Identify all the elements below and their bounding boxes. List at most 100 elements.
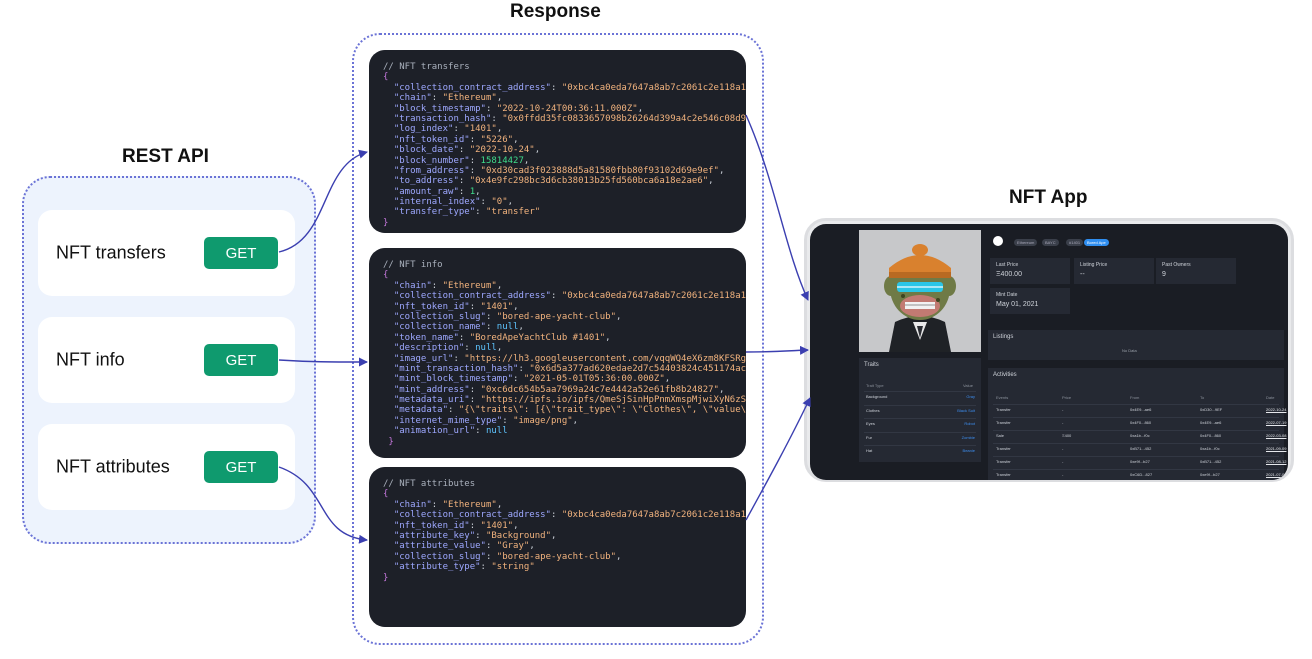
code-token: : — [550, 510, 562, 521]
code-token: : — [464, 343, 476, 354]
trait-value-link[interactable]: Robot — [964, 421, 975, 426]
code-token: : — [485, 551, 497, 562]
code-token: "log_index" — [383, 124, 454, 135]
activity-date[interactable]: 2021-08-12 — [1266, 459, 1287, 464]
api-card-nft-info: NFT info GET — [38, 317, 295, 403]
activity-date[interactable]: 2022-10-24 — [1266, 407, 1287, 412]
code-token: , — [529, 541, 535, 552]
table-row-divider — [864, 404, 976, 406]
arrow-attributes-to-app — [745, 397, 811, 521]
trait-value-link[interactable]: Beanie — [962, 448, 975, 453]
code-token: : — [431, 280, 443, 291]
code-token: : — [518, 363, 530, 374]
api-card-label: NFT transfers — [56, 242, 166, 263]
code-token: "2021-05-01T05:36:00.000Z" — [523, 374, 665, 385]
code-token: null — [485, 426, 508, 437]
arrow-info-to-app — [745, 345, 809, 355]
activity-price: - — [1062, 407, 1064, 412]
code-token: : — [469, 134, 481, 145]
code-line: "collection_contract_address": "0xbc4ca0… — [383, 83, 746, 93]
code-token: : — [453, 353, 465, 364]
arrow-transfers-to-app — [745, 114, 809, 301]
get-nft-info-button[interactable]: GET — [204, 344, 278, 376]
code-block-nft-attributes: // NFT attributes{ "chain": "Ethereum", … — [369, 467, 746, 627]
activities-header-events: Events — [996, 395, 1009, 400]
stat-value: May 01, 2021 — [996, 301, 1039, 308]
code-token: "collection_contract_address" — [383, 291, 551, 302]
table-row-divider — [864, 445, 976, 446]
code-token: , — [475, 186, 481, 197]
listings-card: Listings No Data — [988, 330, 1284, 360]
stat-label: Mint Date — [996, 292, 1018, 298]
code-line: // NFT attributes — [383, 479, 746, 489]
code-line: "metadata_uri": "https://ipfs.io/ipfs/Qm… — [383, 395, 746, 405]
activity-date[interactable]: 2022-03-08 — [1266, 433, 1287, 438]
code-line: "metadata": "{\"traits\": [{\"trait_type… — [383, 405, 746, 415]
activity-to: 0xD30...9EF — [1200, 407, 1223, 412]
trait-value-link[interactable]: Black Suit — [957, 407, 975, 413]
trait-value-link[interactable]: Gray — [966, 394, 975, 399]
code-token: "from_address" — [383, 165, 470, 176]
code-line: "collection_slug": "bored-ape-yacht-club… — [383, 552, 746, 562]
code-line: { — [383, 72, 746, 82]
code-token: "nft_token_id" — [383, 520, 470, 531]
code-token: "0x0ffdd35fc0833657098b26264d399a4c2e546… — [502, 113, 746, 124]
tag-pill[interactable]: #1401 — [1066, 239, 1084, 246]
activity-date[interactable]: 2022-07-19 — [1266, 420, 1287, 425]
table-row-divider — [993, 417, 1279, 418]
trait-value-link[interactable]: Zombie — [961, 434, 975, 440]
code-token: , — [513, 301, 519, 312]
traits-title: Traits — [864, 362, 879, 368]
tag-pill-active[interactable]: Bored Ape — [1084, 239, 1109, 246]
code-token: "internal_index" — [383, 197, 481, 208]
code-token: { — [383, 270, 389, 281]
code-token: "0x6d5a377ad620edae2d7c54403824c451174ac… — [529, 363, 746, 374]
code-token: : — [480, 197, 492, 208]
activity-event: Transfer — [996, 420, 1011, 425]
activity-date[interactable]: 2021-09-09 — [1266, 446, 1287, 451]
code-token: "0x4e9fc298bc3d6cb38013b25fd560bca6a18e2… — [469, 176, 709, 187]
code-token: "chain" — [383, 280, 432, 291]
code-token: : — [485, 541, 497, 552]
code-token: , — [496, 124, 503, 135]
code-token: : — [469, 301, 481, 312]
trait-type: Background — [866, 394, 888, 399]
activity-price: Ξ400 — [1062, 433, 1072, 438]
code-line: "attribute_type": "string" — [383, 562, 746, 572]
code-token: "mint_block_timestamp" — [383, 374, 514, 385]
code-token: , — [718, 384, 725, 395]
code-block-nft-info: // NFT info{ "chain": "Ethereum", "colle… — [369, 248, 746, 458]
get-nft-transfers-button[interactable]: GET — [204, 237, 278, 269]
listings-empty: No Data — [1122, 348, 1137, 353]
code-line: { — [383, 489, 746, 499]
trait-type: Eyes — [866, 421, 875, 426]
table-row-divider — [993, 404, 1279, 405]
code-token: : — [469, 395, 481, 406]
code-line: "to_address": "0x4e9fc298bc3d6cb38013b25… — [383, 176, 746, 186]
code-token: "bored-ape-yacht-club" — [496, 551, 617, 562]
code-token: "description" — [383, 343, 465, 354]
code-line: // NFT info — [383, 260, 746, 270]
table-row-divider — [864, 431, 976, 433]
stat-value: 9 — [1162, 271, 1166, 278]
code-token: "metadata" — [383, 405, 449, 416]
activity-date[interactable]: 2021-07-03 — [1266, 472, 1287, 477]
get-nft-attributes-button[interactable]: GET — [204, 451, 278, 483]
last-price-card: Last Price Ξ400.00 — [990, 258, 1070, 284]
activity-to: 0xB71...452 — [1200, 459, 1222, 464]
code-token: "0" — [491, 197, 508, 208]
code-token: : — [458, 145, 470, 156]
tag-pill[interactable]: Ethereum — [1014, 239, 1038, 246]
code-token: "https://ipfs.io/ipfs/QmeSjSinHpPnmXmspM… — [480, 395, 746, 406]
code-token: "to_address" — [383, 176, 459, 187]
code-token: , — [507, 197, 514, 208]
tag-pill[interactable]: BAYC — [1042, 239, 1059, 246]
code-token: , — [616, 551, 622, 562]
code-token: "token_name" — [383, 332, 459, 343]
code-token: 1 — [469, 186, 476, 197]
code-line: "internal_index": "0", — [383, 197, 746, 207]
code-line: "block_number": 15814427, — [383, 156, 746, 166]
code-token: { — [383, 72, 389, 83]
arrow-info-to-response — [278, 357, 368, 367]
code-line: "mint_address": "0xc6dc654b5aa7969a24c7e… — [383, 385, 746, 395]
